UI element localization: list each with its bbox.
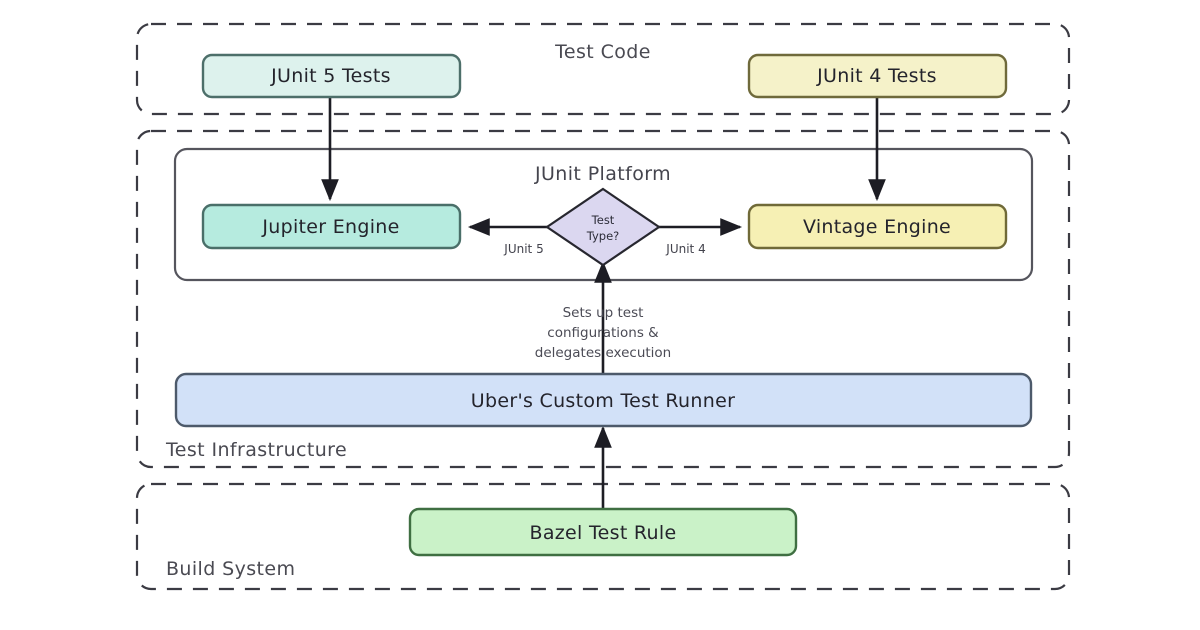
group-build-system-label: Build System	[166, 558, 295, 580]
node-junit4-tests-label: JUnit 4 Tests	[816, 65, 937, 87]
node-junit4-tests-rect[interactable]	[747, 53, 1008, 99]
group-test-code-label: Test Code	[554, 41, 651, 63]
edge-note-line-2: configurations &	[547, 325, 659, 341]
node-bazel-test-rule-label: Bazel Test Rule	[530, 522, 677, 544]
node-test-type-label-line-1: Test	[591, 213, 615, 227]
group-test-infrastructure-border	[135, 129, 1071, 469]
node-junit5-tests-label: JUnit 5 Tests	[270, 65, 391, 87]
node-bazel-test-rule-rect[interactable]	[408, 507, 798, 557]
node-vintage-engine-rect[interactable]	[747, 203, 1008, 250]
node-test-type-decision[interactable]: Test Type?	[545, 187, 661, 267]
node-jupiter-engine-label: Jupiter Engine	[261, 216, 399, 238]
group-test-code-border	[135, 22, 1071, 116]
node-test-type-label-line-2: Type?	[586, 229, 620, 243]
edge-note-line-3: delegates execution	[535, 345, 671, 361]
node-junit5-tests[interactable]: JUnit 5 Tests	[201, 53, 462, 99]
group-test-infrastructure-label: Test Infrastructure	[165, 439, 347, 461]
node-bazel-test-rule[interactable]: Bazel Test Rule	[408, 507, 798, 557]
group-test-infrastructure: Test Infrastructure	[135, 129, 1071, 469]
edge-label-junit4: JUnit 4	[665, 242, 705, 256]
subgraph-junit-platform-title: JUnit Platform	[534, 163, 671, 185]
edge-runner-to-testtype: Sets up test configurations & delegates …	[535, 260, 671, 374]
node-junit4-tests[interactable]: JUnit 4 Tests	[747, 53, 1008, 99]
node-vintage-engine-label: Vintage Engine	[803, 216, 951, 238]
edge-testtype-to-jupiter: JUnit 5	[467, 218, 548, 256]
edge-testtype-to-vintage: JUnit 4	[659, 218, 743, 256]
node-custom-test-runner-label: Uber's Custom Test Runner	[471, 390, 735, 412]
node-vintage-engine[interactable]: Vintage Engine	[747, 203, 1008, 250]
node-custom-test-runner-rect[interactable]	[174, 372, 1033, 428]
node-test-type-diamond[interactable]	[545, 187, 661, 267]
node-jupiter-engine-rect[interactable]	[201, 203, 462, 250]
node-junit5-tests-rect[interactable]	[201, 53, 462, 99]
edge-label-junit5: JUnit 5	[503, 242, 543, 256]
edge-note-line-1: Sets up test	[563, 305, 644, 321]
node-jupiter-engine[interactable]: Jupiter Engine	[201, 203, 462, 250]
node-custom-test-runner[interactable]: Uber's Custom Test Runner	[174, 372, 1033, 428]
group-test-code: Test Code	[135, 22, 1071, 116]
